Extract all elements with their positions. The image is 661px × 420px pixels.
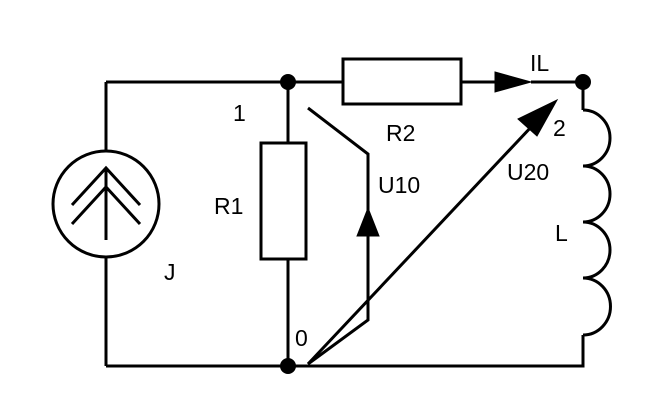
label-current-source-j: J bbox=[164, 259, 176, 285]
node-0-dot bbox=[280, 358, 296, 374]
label-inductor-current-il: IL bbox=[530, 50, 549, 76]
label-r2: R2 bbox=[386, 120, 415, 146]
inductor-current-arrow bbox=[494, 71, 533, 93]
voltage-u20-arrowhead bbox=[517, 98, 559, 137]
label-node-2: 2 bbox=[553, 115, 566, 141]
resistor-r2 bbox=[341, 57, 463, 106]
label-r1: R1 bbox=[214, 193, 243, 219]
node-2-dot bbox=[575, 74, 591, 90]
resistor-r1 bbox=[259, 141, 308, 261]
voltage-u10-arrowhead bbox=[356, 206, 380, 237]
inductor-l bbox=[582, 108, 612, 337]
label-voltage-u20: U20 bbox=[507, 159, 549, 185]
wire-bottom bbox=[106, 335, 585, 368]
voltage-u20-line bbox=[306, 123, 535, 366]
voltage-u20-arrow bbox=[306, 98, 559, 366]
node-1-dot bbox=[280, 74, 296, 90]
voltage-u10-arrow bbox=[307, 106, 380, 366]
label-node-0: 0 bbox=[295, 325, 308, 351]
wire-node2 bbox=[531, 80, 585, 110]
label-node-1: 1 bbox=[233, 100, 246, 126]
label-inductor-l: L bbox=[555, 220, 568, 246]
voltage-u10-line bbox=[307, 106, 370, 366]
current-source-j bbox=[51, 149, 161, 259]
label-voltage-u10: U10 bbox=[378, 172, 420, 198]
